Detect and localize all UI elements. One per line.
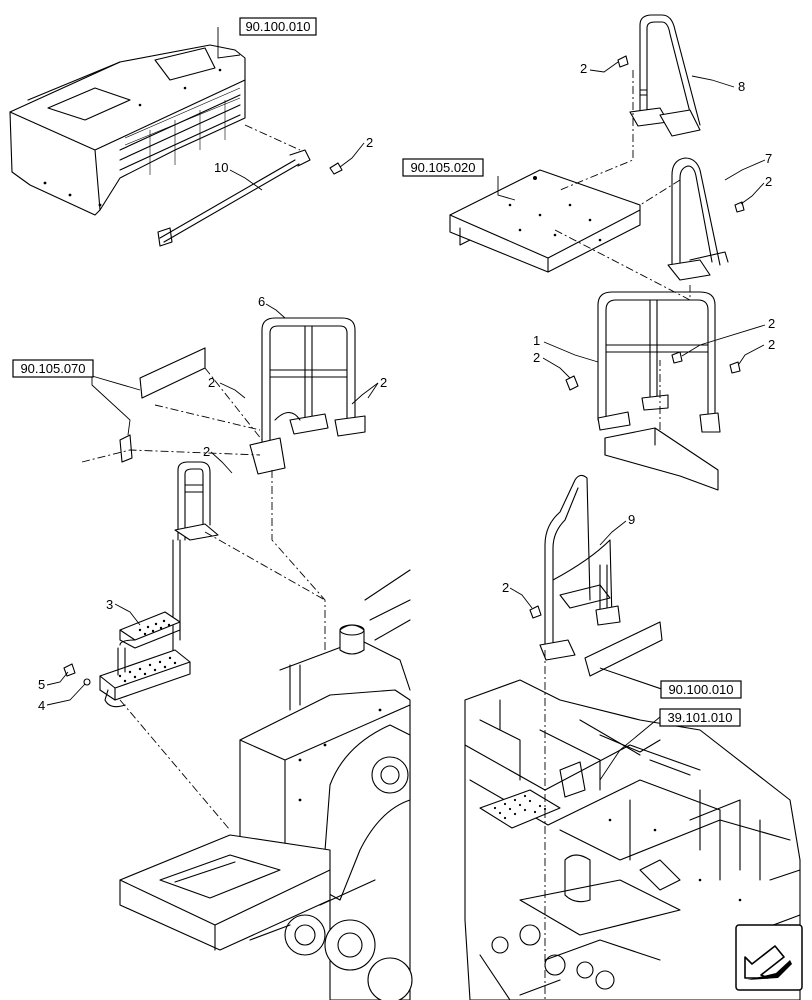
callout-label: 9 bbox=[628, 512, 635, 527]
ref-box-step-bracket[interactable]: 90.105.070 bbox=[12, 359, 94, 378]
step-holes bbox=[118, 619, 177, 683]
left-bracket bbox=[119, 347, 206, 463]
callout-label: 2 bbox=[533, 350, 540, 365]
callout-label: 1 bbox=[533, 333, 540, 348]
ref-box-frame[interactable]: 39.101.010 bbox=[659, 708, 741, 727]
callout-label: 2 bbox=[366, 135, 373, 150]
handrail-7 bbox=[667, 157, 745, 281]
callout-label: 3 bbox=[106, 597, 113, 612]
bracket bbox=[604, 360, 719, 491]
handrail-1 bbox=[565, 291, 741, 433]
callout-label: 2 bbox=[768, 316, 775, 331]
callout-label: 2 bbox=[580, 61, 587, 76]
leader-lines bbox=[46, 27, 766, 781]
callout-label: 2 bbox=[203, 444, 210, 459]
ref-label-step-bracket: 90.105.070 bbox=[20, 361, 85, 376]
ref-box-plate[interactable]: 90.100.010 bbox=[660, 680, 742, 699]
callout-label: 2 bbox=[768, 337, 775, 352]
ref-box-platform[interactable]: 90.105.020 bbox=[402, 158, 484, 177]
callout-label: 8 bbox=[738, 79, 745, 94]
ref-label-platform: 90.105.020 bbox=[410, 160, 475, 175]
ref-box-hood[interactable]: 90.100.010 bbox=[239, 17, 317, 36]
ref-label-frame: 39.101.010 bbox=[667, 710, 732, 725]
engine-hood bbox=[9, 44, 246, 216]
callouts: 2 8 2 10 7 2 6 2 2 1 2 2 2 2 3 5 4 9 2 bbox=[38, 61, 775, 713]
callout-label: 5 bbox=[38, 677, 45, 692]
plate-bracket bbox=[584, 621, 666, 691]
callout-label: 4 bbox=[38, 698, 45, 713]
grating-holes bbox=[493, 794, 547, 820]
handrail-9 bbox=[529, 474, 621, 661]
callout-label: 2 bbox=[765, 174, 772, 189]
callout-label: 10 bbox=[214, 160, 228, 175]
platform-plate bbox=[449, 169, 641, 273]
handrail-8 bbox=[617, 14, 701, 137]
callout-label: 7 bbox=[765, 151, 772, 166]
callout-label: 6 bbox=[258, 294, 265, 309]
ladder-3 bbox=[63, 461, 219, 708]
left-machine-frame bbox=[119, 569, 413, 1000]
callout-label: 2 bbox=[208, 375, 215, 390]
handrail-6 bbox=[249, 317, 366, 475]
callout-label: 2 bbox=[380, 375, 387, 390]
right-machine-frame bbox=[464, 679, 801, 1000]
ref-label-hood: 90.100.010 bbox=[245, 19, 310, 34]
direction-arrow-icon[interactable] bbox=[735, 924, 803, 991]
ref-label-plate: 90.100.010 bbox=[668, 682, 733, 697]
callout-label: 2 bbox=[502, 580, 509, 595]
support-rod bbox=[157, 124, 343, 247]
